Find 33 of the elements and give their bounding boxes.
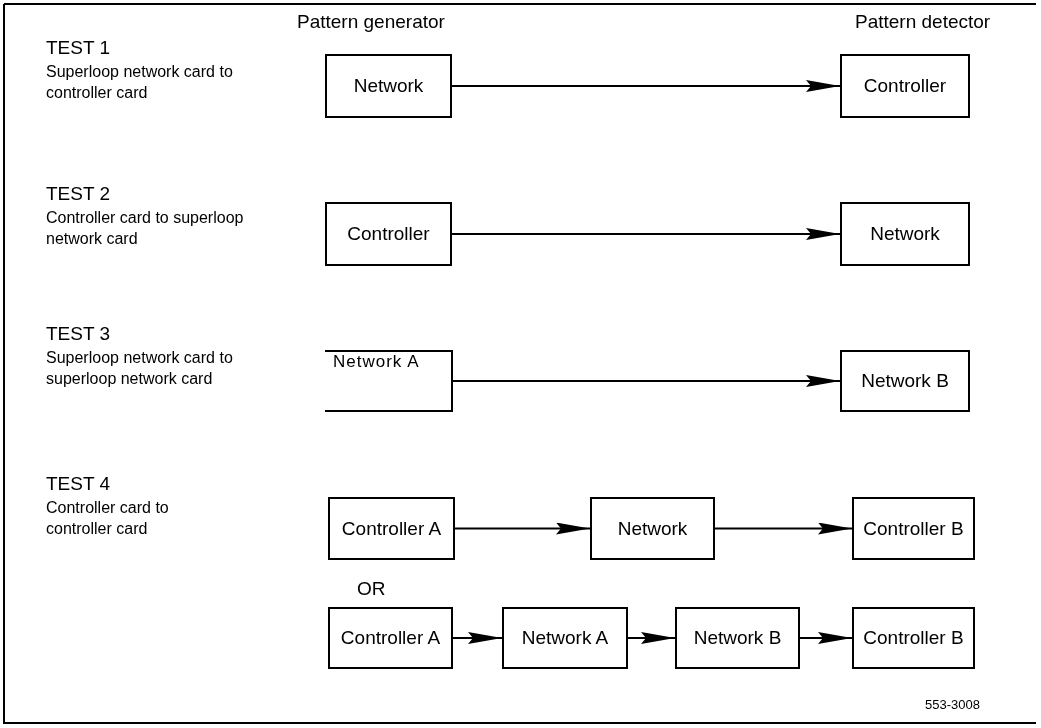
arrow	[714, 522, 853, 535]
arrow	[452, 632, 503, 644]
card-box: Network	[590, 497, 715, 560]
card-box: Controller	[325, 202, 452, 266]
arrow	[799, 632, 853, 644]
card-box: Controller A	[328, 607, 453, 669]
card-box: Network A	[325, 350, 453, 412]
arrow	[451, 228, 841, 240]
description-text: Superloop network card to controller card	[46, 62, 234, 103]
heading-text: OR	[357, 577, 387, 601]
heading-text: TEST 1	[46, 36, 112, 60]
description-text: Controller card to controller card	[46, 498, 170, 539]
description-text: Controller card to superloop network card	[46, 208, 245, 249]
card-box: Network	[325, 54, 452, 118]
card-box: Controller A	[328, 497, 455, 560]
heading-text: TEST 4	[46, 472, 112, 496]
card-box: Controller B	[852, 607, 975, 669]
card-box: Network A	[502, 607, 628, 669]
arrow	[452, 375, 841, 387]
arrow	[454, 522, 591, 535]
card-box: Network B	[840, 350, 970, 412]
figure-number: 553-3008	[925, 697, 981, 714]
card-box: Network B	[675, 607, 800, 669]
heading-text: TEST 2	[46, 182, 112, 206]
heading-text: TEST 3	[46, 322, 112, 346]
description-text: Superloop network card to superloop network card	[46, 348, 234, 389]
arrow	[627, 632, 676, 644]
card-box: Controller B	[852, 497, 975, 560]
card-box: Network	[840, 202, 970, 266]
card-box: Controller	[840, 54, 970, 118]
arrow	[451, 80, 841, 92]
heading-text: Pattern detector	[855, 10, 992, 34]
heading-text: Pattern generator	[297, 10, 446, 34]
